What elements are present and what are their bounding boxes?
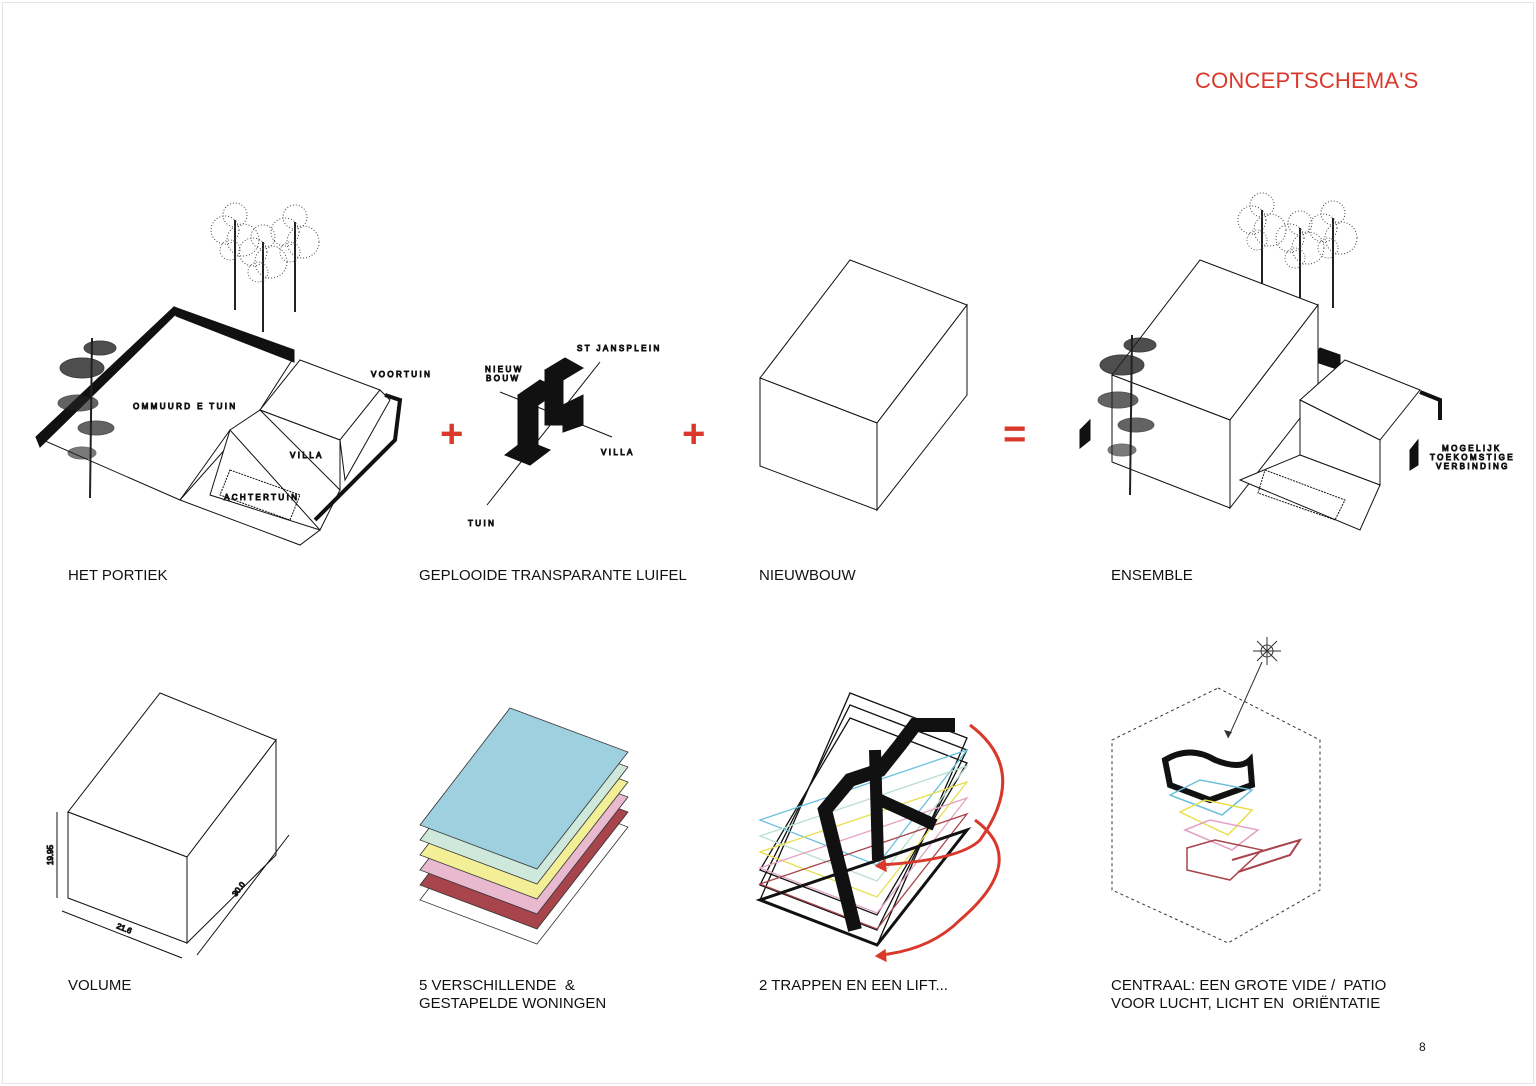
caption-centraal-line2: VOOR LUCHT, LICHT EN ORIËNTATIE [1111, 995, 1381, 1012]
label-st-jansplein: ST JANSPLEIN [577, 344, 662, 353]
caption-ensemble: ENSEMBLE [1111, 567, 1193, 584]
caption-woningen-line1: 5 VERSCHILLENDE & [419, 977, 575, 994]
dim-width: 21.6 [115, 922, 133, 936]
caption-woningen-line2: GESTAPELDE WONINGEN [419, 995, 607, 1012]
page-title: CONCEPTSCHEMA'S [1195, 68, 1419, 93]
label-voortuin: VOORTUIN [371, 370, 432, 379]
portiek-diagram: OMMUURD E TUIN VOORTUIN VILLA ACHTERTUIN [35, 202, 432, 546]
luifel-diagram: NIEUW BOUW ST JANSPLEIN VILLA TUIN [468, 344, 662, 529]
caption-trappen: 2 TRAPPEN EN EEN LIFT... [759, 977, 948, 994]
caption-centraal-line1: CENTRAAL: EEN GROTE VIDE / PATIO [1111, 977, 1387, 994]
label-verbinding: VERBINDING [1436, 462, 1510, 471]
volume-box: 19.95 21.6 30.0 [46, 692, 290, 959]
page-number: 8 [1419, 1040, 1426, 1054]
caption-het-portiek: HET PORTIEK [68, 567, 168, 584]
label-villa: VILLA [290, 451, 324, 460]
plus-operator: + [440, 412, 463, 456]
layer-blue [419, 707, 629, 870]
label-ommuurde-tuin: OMMUURD E TUIN [133, 402, 238, 411]
label-nieuw: NIEUW [485, 365, 524, 374]
label-toekomstige: TOEKOMSTIGE [1430, 453, 1515, 462]
ensemble-diagram: MOGELIJK TOEKOMSTIGE VERBINDING [1079, 192, 1515, 531]
sun-icon [1253, 637, 1281, 665]
label-mogelijk: MOGELIJK [1442, 444, 1502, 453]
stairs-diagram [755, 692, 1005, 963]
nieuwbouw-box [759, 259, 968, 512]
label-bouw: BOUW [486, 374, 521, 383]
stacked-dwellings [419, 707, 629, 945]
caption-woningen: 5 VERSCHILLENDE & GESTAPELDE WONINGEN [419, 977, 606, 1013]
label-achtertuin: ACHTERTUIN [224, 493, 299, 502]
central-void-diagram [1111, 637, 1321, 944]
label-villa-axis: VILLA [601, 448, 635, 457]
plus-operator-2: + [682, 412, 705, 456]
dim-height: 19.95 [46, 844, 55, 865]
caption-volume: VOLUME [68, 977, 132, 994]
caption-luifel: GEPLOOIDE TRANSPARANTE LUIFEL [419, 567, 687, 584]
equals-operator: = [1003, 412, 1026, 456]
label-tuin: TUIN [468, 519, 496, 528]
caption-centraal: CENTRAAL: EEN GROTE VIDE / PATIO VOOR LU… [1111, 977, 1386, 1013]
caption-nieuwbouw: NIEUWBOUW [759, 567, 856, 584]
